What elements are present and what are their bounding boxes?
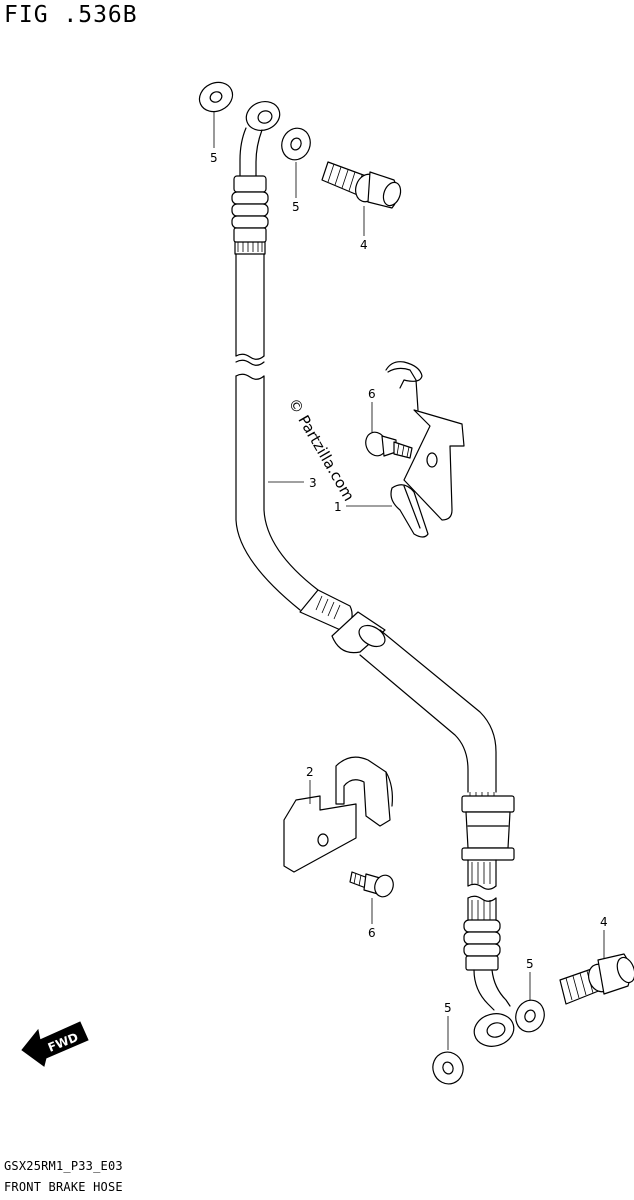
fwd-arrow-icon: FWD bbox=[21, 1021, 89, 1067]
callout-5-a: 5 bbox=[210, 151, 218, 165]
footer-model-code: GSX25RM1_P33_E03 bbox=[4, 1159, 123, 1173]
callout-4-a: 4 bbox=[360, 238, 368, 252]
upper-banjo-fitting bbox=[231, 101, 281, 255]
clamp-bracket-1[interactable] bbox=[385, 361, 465, 538]
screw-6-upper[interactable] bbox=[362, 429, 413, 459]
figure-title: FIG .536B bbox=[4, 2, 138, 28]
lower-banjo-fitting bbox=[463, 919, 515, 1047]
callout-3: 3 bbox=[309, 476, 317, 490]
callout-6-b: 6 bbox=[368, 926, 376, 940]
callout-5-d: 5 bbox=[444, 1001, 452, 1015]
callout-5-b: 5 bbox=[292, 200, 300, 214]
washer-5-d[interactable] bbox=[428, 1048, 467, 1088]
leader-lines bbox=[213, 112, 605, 1050]
washer-5-b[interactable] bbox=[277, 124, 314, 164]
brake-hose[interactable] bbox=[231, 97, 517, 1051]
callout-5-c: 5 bbox=[526, 957, 534, 971]
union-bolt-4-lower[interactable] bbox=[559, 953, 634, 1005]
washer-5-c[interactable] bbox=[511, 996, 548, 1036]
bracket-2[interactable] bbox=[283, 756, 393, 873]
hose-clamp-lower bbox=[461, 792, 515, 890]
callout-4-b: 4 bbox=[600, 915, 608, 929]
washer-5-a[interactable] bbox=[195, 77, 238, 117]
hose-clamp-mid bbox=[299, 589, 386, 654]
callout-2: 2 bbox=[306, 765, 314, 779]
union-bolt-4-upper[interactable] bbox=[321, 161, 404, 209]
screw-6-lower[interactable] bbox=[349, 871, 396, 899]
callout-1: 1 bbox=[334, 500, 342, 514]
footer-section-name: FRONT BRAKE HOSE bbox=[4, 1180, 123, 1194]
callout-6-a: 6 bbox=[368, 387, 376, 401]
partzilla-watermark: © Partzilla.com bbox=[285, 395, 358, 504]
